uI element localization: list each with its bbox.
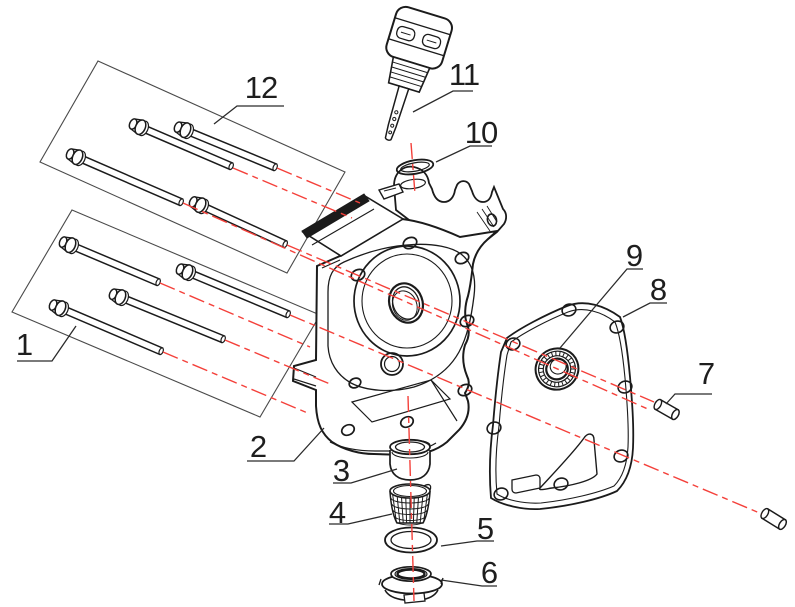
leader-line: [333, 468, 398, 484]
bolt-group-box: [39, 60, 346, 274]
oil-drain-cap: [378, 565, 444, 604]
assembly-centerlines: [159, 142, 763, 602]
bolt-group-boxes: [11, 60, 346, 418]
leader-line: [665, 393, 712, 405]
flange-bolt: [108, 288, 226, 344]
part-label-1: 1: [16, 327, 32, 362]
part-label-5: 5: [477, 511, 493, 546]
flange-bolt: [58, 236, 161, 287]
part-label-3: 3: [333, 453, 349, 488]
centerline: [289, 314, 763, 515]
flange-bolt: [48, 299, 164, 356]
flange-bolt: [65, 148, 184, 207]
seal-knurl-tick: [549, 381, 553, 386]
oil-strainer-screen: [389, 483, 432, 526]
part-label-8: 8: [650, 272, 666, 307]
oil-dipstick: [384, 5, 453, 141]
centerline: [182, 202, 651, 411]
dowel-pins: [653, 398, 788, 531]
dipstick-o-ring: [395, 158, 435, 176]
seal-knurl-tick: [569, 361, 574, 365]
part-label-11: 11: [449, 57, 479, 92]
leader-line: [440, 540, 494, 547]
leader-line: [17, 325, 77, 362]
centerline: [407, 395, 415, 602]
gasket-triangle-cutout: [538, 433, 598, 491]
seal-knurl-tick: [553, 382, 556, 387]
leader-line: [440, 579, 497, 587]
seal-knurl-tick: [565, 354, 569, 359]
seal-knurl-tick: [561, 381, 564, 386]
part-label-10: 10: [465, 115, 498, 150]
seal-knurl-tick: [570, 371, 575, 374]
oil-seal-knurl: [538, 351, 576, 387]
centerline: [286, 244, 655, 403]
seal-knurl-tick: [568, 374, 574, 378]
seal-knurl-tick: [564, 379, 568, 384]
seal-knurl-tick: [540, 359, 546, 363]
centerline: [224, 339, 331, 385]
seal-knurl-tick: [566, 377, 571, 382]
centerline: [232, 167, 353, 219]
centerline: [276, 167, 361, 204]
cover-body: [291, 217, 501, 457]
leader-line: [622, 302, 667, 318]
seal-knurl-tick: [546, 353, 551, 358]
flange-bolt: [173, 121, 278, 172]
part-label-9: 9: [626, 238, 642, 273]
crankcase-cover: [291, 165, 508, 457]
part-label-2: 2: [250, 429, 266, 464]
leader-line: [247, 427, 325, 462]
seal-knurl-tick: [543, 356, 548, 361]
seal-knurl-tick: [550, 352, 554, 357]
centerline: [159, 282, 311, 348]
leader-line: [559, 268, 643, 349]
seal-knurl-tick: [539, 371, 544, 374]
flange-bolt: [175, 263, 291, 319]
crankshaft-boss: [353, 245, 461, 357]
seal-knurl-tick: [562, 352, 565, 358]
bolt-group-box: [11, 209, 321, 418]
seal-knurl-tick: [542, 377, 547, 381]
centerline: [410, 142, 416, 195]
seal-knurl-tick: [539, 363, 544, 366]
gasket-slot-cutout: [511, 474, 541, 494]
seal-knurl-tick: [567, 357, 572, 362]
cover-left-flange: [301, 193, 405, 257]
part-label-4: 4: [329, 495, 346, 530]
seal-knurl-tick: [540, 374, 545, 378]
part-label-6: 6: [481, 555, 497, 590]
part-label-12: 12: [245, 70, 277, 105]
flange-bolts: [48, 118, 291, 356]
cover-bolt-holes: [340, 236, 475, 437]
centerline: [162, 351, 311, 415]
seal-knurl-tick: [545, 379, 550, 384]
cover-small-hole: [380, 352, 404, 376]
leader-line: [329, 513, 393, 525]
dowel-pin: [760, 507, 788, 531]
flange-bolt: [128, 118, 234, 171]
leader-line: [435, 145, 492, 163]
leader-line: [412, 90, 473, 113]
part-label-7: 7: [698, 356, 714, 391]
leader-line: [213, 105, 284, 125]
dowel-pin: [653, 398, 680, 421]
drain-o-ring: [384, 526, 438, 554]
seal-knurl-tick: [558, 351, 561, 356]
side-cover-gasket: [486, 302, 635, 511]
